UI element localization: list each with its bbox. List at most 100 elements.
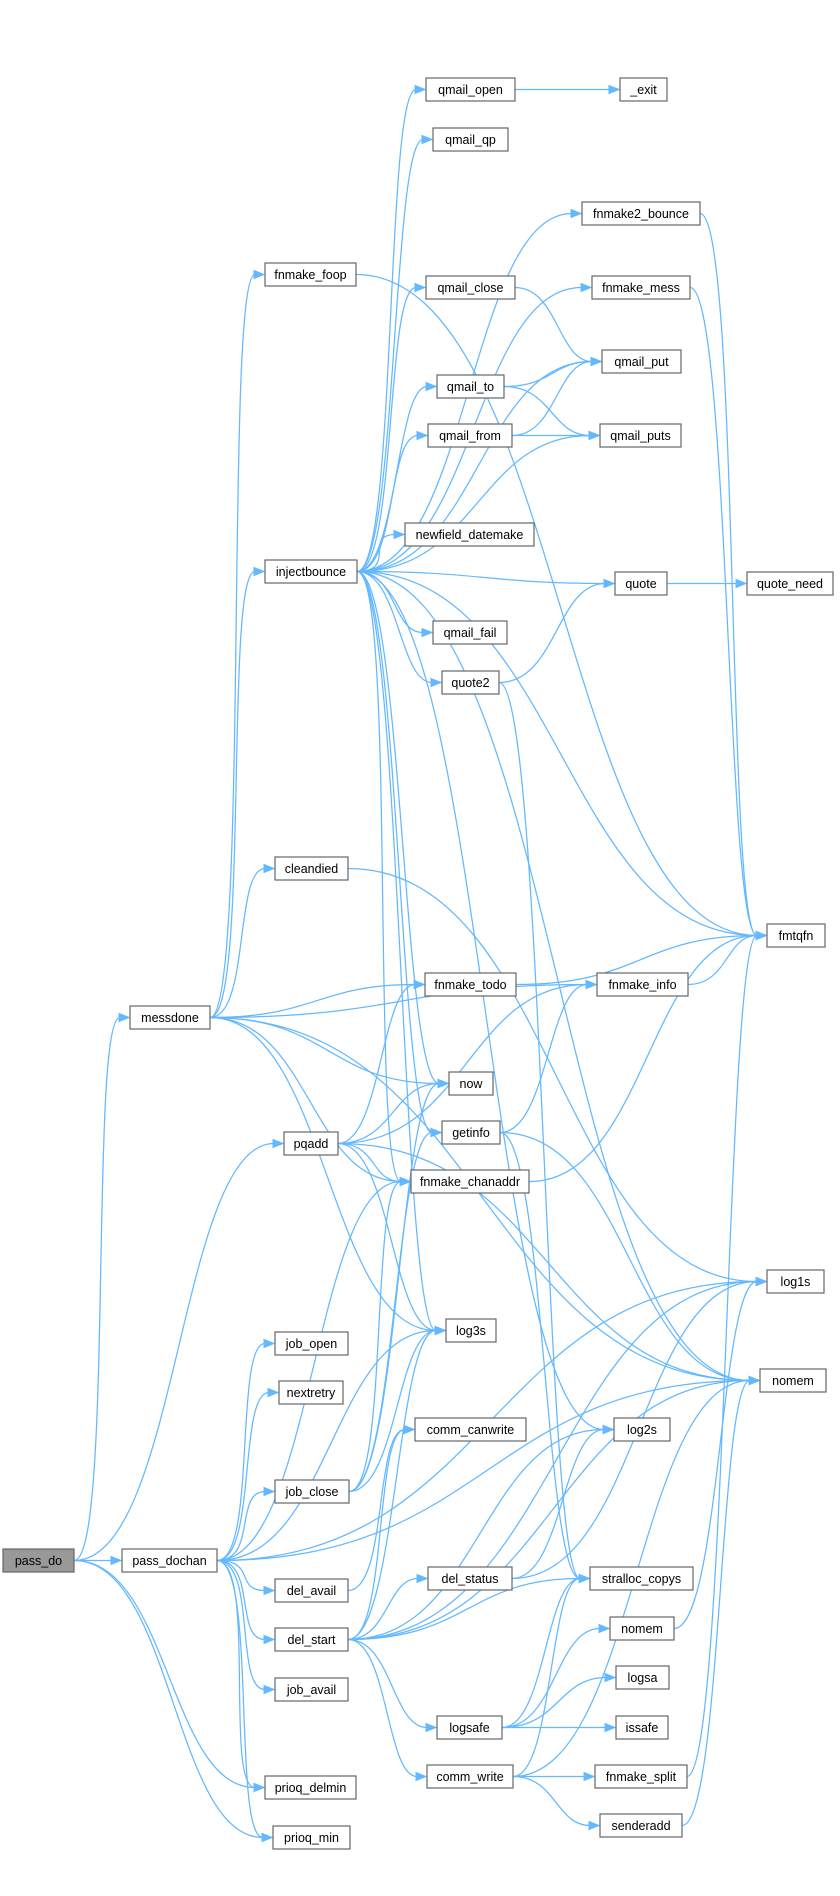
node-box[interactable]	[441, 1120, 501, 1145]
node-prioq-delmin[interactable]: prioq_delmin	[264, 1775, 357, 1800]
node-qmail-to[interactable]: qmail_to	[436, 374, 505, 399]
node-box[interactable]	[432, 127, 509, 152]
node-del-status[interactable]: del_status	[427, 1566, 513, 1591]
node-box[interactable]	[436, 1715, 503, 1740]
node-stralloc-copys[interactable]: stralloc_copys	[589, 1566, 694, 1591]
node-messdone[interactable]: messdone	[129, 1005, 211, 1030]
node-now[interactable]: now	[448, 1071, 494, 1096]
node-box[interactable]	[2, 1548, 75, 1573]
node-qmail-from[interactable]: qmail_from	[427, 423, 513, 448]
node-box[interactable]	[278, 1380, 344, 1405]
node-prioq-min[interactable]: prioq_min	[272, 1825, 351, 1850]
node-box[interactable]	[404, 522, 535, 547]
node-box[interactable]	[272, 1825, 351, 1850]
node-box[interactable]	[601, 349, 682, 374]
node-comm-canwrite[interactable]: comm_canwrite	[414, 1417, 527, 1442]
node-box[interactable]	[596, 972, 689, 997]
node-box[interactable]	[613, 1417, 671, 1442]
node-box[interactable]	[427, 1566, 513, 1591]
node-senderadd[interactable]: senderadd	[599, 1813, 683, 1838]
node-quote[interactable]: quote	[614, 571, 668, 596]
node-job-close[interactable]: job_close	[274, 1479, 350, 1504]
node-issafe[interactable]: issafe	[615, 1715, 669, 1740]
node-box[interactable]	[445, 1318, 497, 1343]
node-fnmake-info[interactable]: fnmake_info	[596, 972, 689, 997]
node-newfield-datemake[interactable]: newfield_datemake	[404, 522, 535, 547]
node-box[interactable]	[448, 1071, 494, 1096]
node-box[interactable]	[615, 1665, 670, 1690]
node-injectbounce[interactable]: injectbounce	[264, 559, 358, 584]
node-box[interactable]	[274, 856, 349, 881]
node--exit[interactable]: _exit	[619, 77, 668, 102]
node-box[interactable]	[759, 1368, 827, 1393]
node-box[interactable]	[264, 262, 357, 287]
node-box[interactable]	[591, 275, 691, 300]
node-qmail-puts[interactable]: qmail_puts	[599, 423, 682, 448]
node-fnmake-todo[interactable]: fnmake_todo	[424, 972, 517, 997]
node-box[interactable]	[609, 1616, 675, 1641]
node-qmail-fail[interactable]: qmail_fail	[432, 620, 508, 645]
node-fmtqfn[interactable]: fmtqfn	[766, 923, 826, 948]
node-box[interactable]	[424, 972, 517, 997]
node-box[interactable]	[425, 275, 516, 300]
node-pqadd[interactable]: pqadd	[283, 1131, 339, 1156]
node-box[interactable]	[427, 423, 513, 448]
node-comm-write[interactable]: comm_write	[426, 1764, 514, 1789]
node-box[interactable]	[614, 571, 668, 596]
node-fnmake-split[interactable]: fnmake_split	[594, 1764, 688, 1789]
node-box[interactable]	[432, 620, 508, 645]
node-box[interactable]	[274, 1677, 349, 1702]
node-box[interactable]	[274, 1627, 349, 1652]
node-box[interactable]	[264, 559, 358, 584]
node-job-open[interactable]: job_open	[274, 1331, 349, 1356]
node-quote-need[interactable]: quote_need	[746, 571, 834, 596]
node-box[interactable]	[441, 670, 500, 695]
node-fnmake-mess[interactable]: fnmake_mess	[591, 275, 691, 300]
node-log1s[interactable]: log1s	[766, 1269, 825, 1294]
node-log2s[interactable]: log2s	[613, 1417, 671, 1442]
node-box[interactable]	[599, 1813, 683, 1838]
node-box[interactable]	[766, 923, 826, 948]
node-nomem[interactable]: nomem	[759, 1368, 827, 1393]
node-getinfo[interactable]: getinfo	[441, 1120, 501, 1145]
node-box[interactable]	[283, 1131, 339, 1156]
node-box[interactable]	[414, 1417, 527, 1442]
node-box[interactable]	[746, 571, 834, 596]
node-qmail-open[interactable]: qmail_open	[425, 77, 516, 102]
node-fnmake2-bounce[interactable]: fnmake2_bounce	[581, 201, 701, 226]
node-box[interactable]	[599, 423, 682, 448]
node-pass-dochan[interactable]: pass_dochan	[121, 1548, 218, 1573]
node-job-avail[interactable]: job_avail	[274, 1677, 349, 1702]
node-logsa[interactable]: logsa	[615, 1665, 670, 1690]
node-box[interactable]	[436, 374, 505, 399]
node-fnmake-chanaddr[interactable]: fnmake_chanaddr	[410, 1169, 530, 1194]
node-pass-do[interactable]: pass_do	[2, 1548, 75, 1573]
node-nextretry[interactable]: nextretry	[278, 1380, 344, 1405]
node-del-start[interactable]: del_start	[274, 1627, 349, 1652]
node-box[interactable]	[274, 1578, 349, 1603]
node-box[interactable]	[589, 1566, 694, 1591]
node-box[interactable]	[766, 1269, 825, 1294]
node-box[interactable]	[581, 201, 701, 226]
node-box[interactable]	[264, 1775, 357, 1800]
node-box[interactable]	[594, 1764, 688, 1789]
node-box[interactable]	[274, 1479, 350, 1504]
node-cleandied[interactable]: cleandied	[274, 856, 349, 881]
node-box[interactable]	[129, 1005, 211, 1030]
node-del-avail[interactable]: del_avail	[274, 1578, 349, 1603]
node-box[interactable]	[121, 1548, 218, 1573]
node-quote2[interactable]: quote2	[441, 670, 500, 695]
node-qmail-qp[interactable]: qmail_qp	[432, 127, 509, 152]
node-box[interactable]	[615, 1715, 669, 1740]
node-box[interactable]	[274, 1331, 349, 1356]
node-box[interactable]	[410, 1169, 530, 1194]
node-qmail-close[interactable]: qmail_close	[425, 275, 516, 300]
node-box[interactable]	[619, 77, 668, 102]
node-qmail-put[interactable]: qmail_put	[601, 349, 682, 374]
node-nomem-local[interactable]: nomem	[609, 1616, 675, 1641]
node-logsafe[interactable]: logsafe	[436, 1715, 503, 1740]
node-box[interactable]	[426, 1764, 514, 1789]
node-fnmake-foop[interactable]: fnmake_foop	[264, 262, 357, 287]
node-log3s[interactable]: log3s	[445, 1318, 497, 1343]
node-box[interactable]	[425, 77, 516, 102]
